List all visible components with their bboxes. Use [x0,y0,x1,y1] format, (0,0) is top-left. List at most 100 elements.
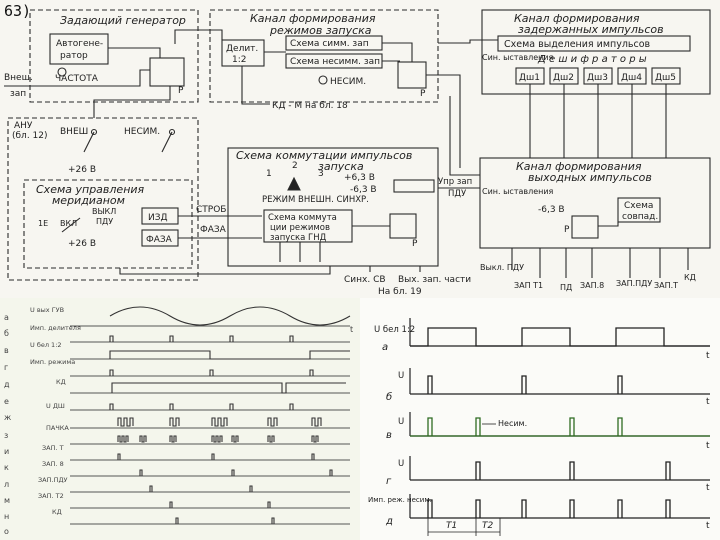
meridian-pos-2: ВКЛ [60,219,77,228]
timing-right-axes [409,318,710,519]
asym-note: Несим. [498,419,527,428]
start-mode-channel-block: Канал формирования режимов запуска Делит… [198,9,439,105]
mode-switch-knob-icon[interactable] [287,176,301,191]
switch-modes-label-3: запуска ГНД [270,233,327,243]
output-channel-title-1: Канал формирования [516,160,642,173]
shifter-5-label: Дш5 [655,73,676,83]
switch-pos-1: 1 [266,169,272,179]
left-row-letter: е [4,397,9,406]
left-row-label: Имп. делителя [30,324,81,332]
divider-label-2: 1:2 [232,55,246,65]
delayed-sync-label: Син. ыставления [482,53,554,62]
meridian-switch-icon [61,217,81,233]
left-row-label: ЗАП. 8 [42,460,64,468]
start-mode-relay-icon [397,61,427,89]
right-row-label: Имп. реж. несим. [368,496,432,504]
to-block-label: На бл. 19 [378,287,422,297]
left-row-label: КД [56,378,66,386]
output-label-4: ЗАП.ПДУ [616,279,652,288]
left-row-letter: м [4,496,10,505]
right-row-letter: б [386,391,392,403]
left-row-letter: к [4,463,9,472]
output-label-2: ПД [560,283,572,292]
right-row-letter: г [386,476,392,487]
izd-label: ИЗД [148,213,168,223]
period-markers [427,518,501,536]
shifters-title: Д е ш и ф р а т о р ы [537,54,647,65]
anu-label-1: АНУ [14,121,33,131]
left-row-letter: з [4,431,8,440]
ext-sync-mode-label: РЕЖИМ ВНЕШН. СИНХР. [262,195,369,205]
control-pdu-label-1: Упр зап [438,177,472,187]
shifter-2-label: Дш2 [553,73,574,83]
shifter-3-label: Дш3 [587,73,608,83]
master-generator-title: Задающий генератор [60,14,186,27]
asym-label: НЕСИМ. [330,77,366,87]
switch-plus-voltage: +6,3 В [344,173,375,183]
left-row-letter: б [4,329,9,338]
left-row-label: ПАЧКА [46,424,69,432]
left-row-letter: л [4,480,9,489]
left-row-label: U ДШ [46,402,65,410]
left-axis-t: t [350,325,353,334]
delayed-channel-title-1: Канал формирования [514,12,640,25]
strobe-label: СТРОБ [196,205,226,215]
shifter-4-label: Дш4 [621,73,642,83]
figure-number: 63) [4,2,32,20]
left-row-label: ЗАП.ПДУ [38,476,68,484]
block-scheme-svg: Задающий генератор Автогене- ратор ЧАСТО… [4,9,711,297]
delayed-pulses-channel-block: Канал формирования задержанных импульсов… [481,9,711,95]
timing-left-rows: а U вых ГУВ б Имп. делителя в U бел 1:2 … [4,306,81,536]
right-axis-t: t [706,521,710,531]
anu-asym-switch-icon [161,131,173,153]
oscillator-label-2: ратор [60,51,88,61]
sym-start-label: Схема симм. зап [290,39,369,49]
output-label-6: КД [684,273,696,282]
left-row-letter: а [4,313,9,322]
left-row-letter: о [4,527,9,536]
output-channel-block: Канал формирования выходных импульсов Си… [479,157,711,249]
left-row-letter: н [4,512,9,521]
period-t1: T1 [446,521,457,531]
generator-relay-label: Р [178,86,184,96]
phase-label: ФАЗА [200,225,227,235]
frequency-knob-icon [57,67,67,77]
meridian-off-label: ВЫКЛ [92,207,116,216]
ext-start-label-1: Внеш. [4,73,33,83]
left-row-letter: в [4,346,9,355]
divider-label-1: Делит. [226,44,258,54]
switching-title-2: запуска [318,160,364,173]
anu-ext-switch-icon [83,131,95,153]
timing-left-waveforms [109,306,351,524]
right-row-label: U бел 1:2 [374,325,415,335]
output-relay-label: Р [564,225,570,235]
output-minus-voltage: -6,3 В [538,205,565,215]
switch-minus-voltage: -6,3 В [350,185,377,195]
left-row-label: Имп. режима [30,358,75,366]
ext-start-label-2: зап [10,89,26,99]
left-row-letter: и [4,447,9,456]
switch-modes-label-1: Схема коммута [268,213,337,223]
output-channel-title-2: выходных импульсов [528,171,652,184]
right-axis-t: t [706,483,710,493]
start-mode-title-2: режимов запуска [269,24,372,37]
generator-relay-icon [149,57,185,87]
anu-label-2: (бл. 12) [12,131,48,141]
right-row-label: U [398,417,404,427]
switch-pos-3: 3 [318,169,324,179]
control-pdu-label-2: ПДУ [448,189,467,199]
start-mode-title-1: Канал формирования [250,12,376,25]
oscillator-label-1: Автогене- [56,39,103,49]
asym-start-label: Схема несимм. зап [290,57,380,67]
left-row-label: КД [52,508,62,516]
timing-left-svg: а U вых ГУВ б Имп. делителя в U бел 1:2 … [4,306,353,536]
kd-m-label: КД - М на бл. 18 [272,101,348,111]
switch-pos-2: 2 [292,161,298,171]
timing-right-waveforms [410,327,710,518]
right-axis-t: t [706,397,710,407]
master-generator-block: Задающий генератор Автогене- ратор ЧАСТО… [29,9,199,103]
coincidence-label-2: совпад. [622,212,658,222]
output-label-1: ЗАП Т1 [514,281,543,290]
shifter-1-label: Дш1 [519,73,540,83]
sine-waveform [109,306,351,326]
